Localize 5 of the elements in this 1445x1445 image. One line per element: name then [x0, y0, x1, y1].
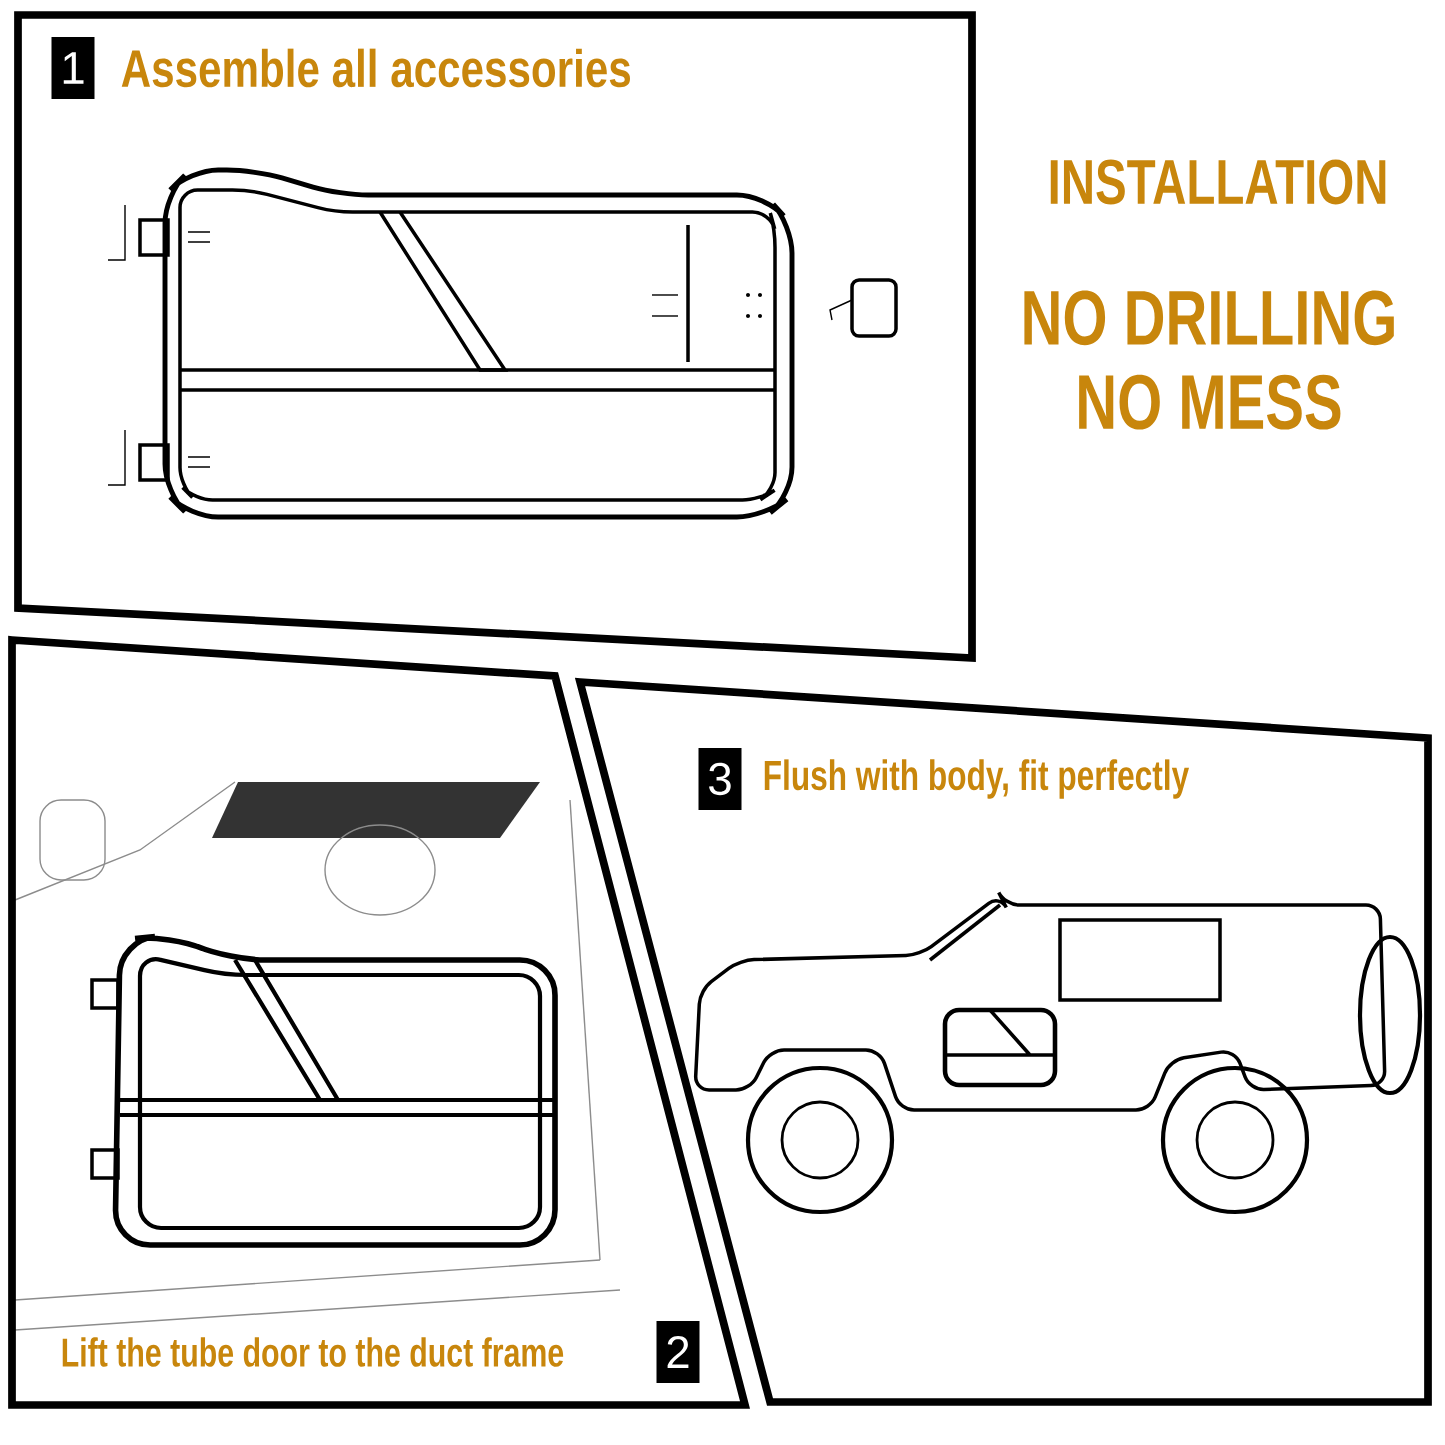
- step-number: 1: [51, 37, 95, 99]
- step-number: 3: [698, 748, 742, 810]
- step-number: 2: [656, 1321, 700, 1383]
- slogan: NO DRILLING NO MESS: [1024, 290, 1394, 430]
- heading: INSTALLATION: [1050, 159, 1386, 205]
